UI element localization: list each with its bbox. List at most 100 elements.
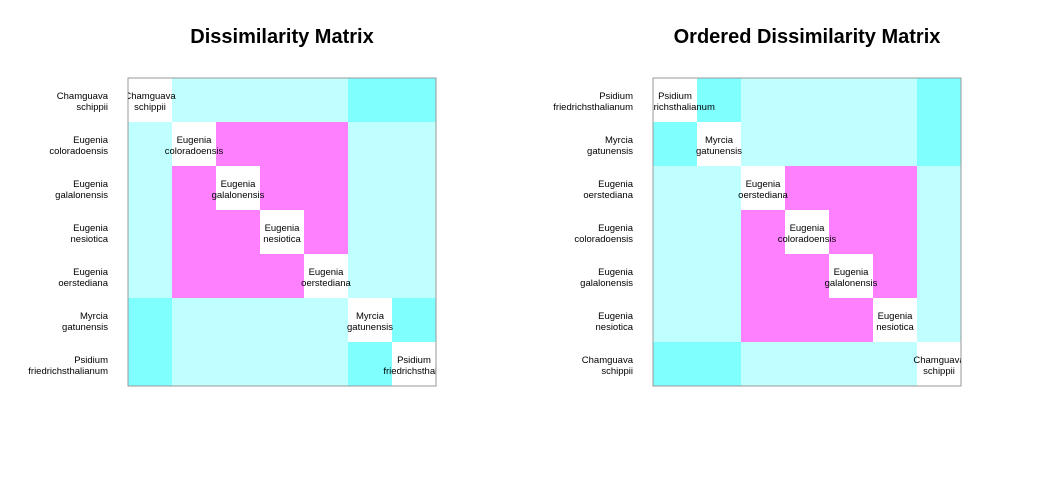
heatmap-cell — [741, 342, 786, 387]
heatmap-cell — [392, 210, 437, 255]
heatmap-cell — [653, 342, 698, 387]
heatmap-cell — [172, 78, 217, 123]
heatmap-cell — [128, 254, 173, 299]
heatmap-cell — [128, 210, 173, 255]
heatmap-cell — [260, 342, 305, 387]
diagonal-label: Eugenia — [834, 267, 870, 278]
heatmap-cell — [917, 254, 962, 299]
heatmap-cell — [829, 254, 874, 299]
heatmap-cell — [348, 78, 393, 123]
diagonal-label: schippii — [134, 102, 166, 113]
diagonal-label: friedrichsthalia — [383, 366, 445, 377]
heatmap-cell — [697, 298, 742, 343]
heatmap-cell — [697, 342, 742, 387]
heatmap-cell — [653, 166, 698, 211]
row-label: schippii — [76, 102, 108, 113]
heatmap-cell — [741, 210, 786, 255]
heatmap-cell — [216, 254, 261, 299]
plot-border — [127, 77, 437, 387]
heatmap-cell — [741, 166, 786, 211]
heatmap-cell — [304, 166, 349, 211]
heatmap-cell — [873, 298, 918, 343]
row-label: Eugenia — [73, 223, 109, 234]
heatmap-cell — [873, 122, 918, 167]
heatmap-cell — [260, 210, 305, 255]
heatmap-cell — [216, 78, 261, 123]
heatmap-cell — [917, 210, 962, 255]
heatmap-cell — [873, 254, 918, 299]
plot-border — [652, 77, 962, 387]
diagonal-label: oerstediana — [738, 190, 788, 201]
diagonal-label: nesiotica — [263, 234, 301, 245]
diagonal-label: Psidium — [658, 91, 692, 102]
row-label: Eugenia — [598, 267, 634, 278]
heatmap-cell — [917, 166, 962, 211]
heatmap-cell — [392, 342, 437, 387]
row-label: Myrcia — [605, 135, 634, 146]
heatmap-cell — [216, 298, 261, 343]
heatmap-cell — [304, 122, 349, 167]
heatmap-cell — [348, 298, 393, 343]
diagonal-label: Eugenia — [746, 179, 782, 190]
heatmap-cell — [348, 166, 393, 211]
row-label: galalonensis — [580, 278, 633, 289]
heatmap-cell — [348, 342, 393, 387]
heatmap-cell — [260, 122, 305, 167]
heatmap-cell — [785, 122, 830, 167]
heatmap-cell — [917, 342, 962, 387]
heatmap-cell — [785, 298, 830, 343]
heatmap-cell — [128, 298, 173, 343]
heatmap-cell — [829, 298, 874, 343]
heatmap-cell — [697, 210, 742, 255]
diagonal-label: Eugenia — [265, 223, 301, 234]
heatmap-cell — [829, 78, 874, 123]
heatmap-cell — [741, 254, 786, 299]
heatmap-cell — [172, 166, 217, 211]
heatmap-cell — [917, 298, 962, 343]
row-label: Eugenia — [73, 135, 109, 146]
heatmap-cell — [653, 78, 698, 123]
diagonal-label: Myrcia — [356, 311, 385, 322]
diagonal-label: gatunensis — [347, 322, 393, 333]
heatmap-cell — [128, 342, 173, 387]
row-label: schippii — [601, 366, 633, 377]
heatmap-cell — [304, 342, 349, 387]
heatmap-cell — [697, 254, 742, 299]
heatmap-cell — [785, 342, 830, 387]
diagonal-label: Eugenia — [878, 311, 914, 322]
row-label: gatunensis — [587, 146, 633, 157]
heatmap-cell — [128, 166, 173, 211]
row-label: Chamguava — [582, 355, 634, 366]
row-label: Eugenia — [73, 179, 109, 190]
row-label: Eugenia — [73, 267, 109, 278]
diagonal-label: gatunensis — [696, 146, 742, 157]
heatmap-cell — [216, 122, 261, 167]
diagonal-label: Eugenia — [177, 135, 213, 146]
row-label: friedrichsthalianum — [28, 366, 108, 377]
row-label: Eugenia — [598, 179, 634, 190]
heatmap-cell — [785, 166, 830, 211]
heatmap-cell — [128, 122, 173, 167]
heatmap-cell — [392, 78, 437, 123]
row-label: Myrcia — [80, 311, 109, 322]
heatmap-cell — [172, 210, 217, 255]
heatmap-cell — [348, 210, 393, 255]
diagonal-label: Myrcia — [705, 135, 734, 146]
heatmap-cell — [172, 298, 217, 343]
heatmap-cell — [873, 78, 918, 123]
heatmap-cell — [697, 166, 742, 211]
row-label: Psidium — [599, 91, 633, 102]
diagonal-label: Chamguava — [913, 355, 965, 366]
heatmap-cell — [304, 78, 349, 123]
diagonal-label: galalonensis — [212, 190, 265, 201]
diagonal-label: schippii — [923, 366, 955, 377]
heatmap-cell — [829, 166, 874, 211]
heatmap-panel-1: ChamguavaschippiiEugeniacoloradoensisEug… — [28, 77, 445, 387]
heatmap-cell — [653, 210, 698, 255]
diagonal-label: Eugenia — [309, 267, 345, 278]
row-label: nesiotica — [71, 234, 109, 245]
heatmap-cell — [741, 298, 786, 343]
row-label: Chamguava — [57, 91, 109, 102]
heatmap-cell — [829, 342, 874, 387]
